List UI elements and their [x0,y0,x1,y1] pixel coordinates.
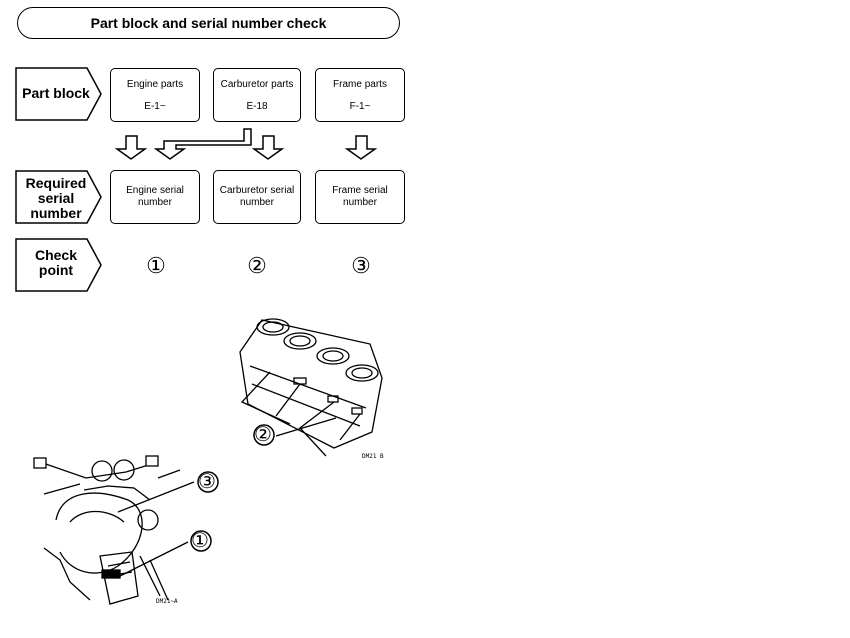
motorcycle-illustration [33,455,195,605]
frame-parts-box: Frame parts F-1~ [315,68,405,122]
required-serial-header-line2: serial [37,190,75,206]
carburetor-illustration [239,318,383,457]
part-block-header-shape [15,67,102,121]
frame-parts-code: F-1~ [349,101,371,112]
motorcycle-callout-3: ③ [198,471,216,493]
check-point-carburetor: ② [247,253,267,278]
arrow-carb-to-engine [153,128,252,160]
frame-serial-box: Frame serial number [315,170,405,224]
motorcycle-callout-1: ① [191,530,209,552]
carburetor-serial-line2: number [240,197,274,208]
frame-serial-line2: number [343,197,377,208]
check-point-frame: ③ [351,253,371,278]
engine-serial-line2: number [138,197,172,208]
engine-parts-box: Engine parts E-1~ [110,68,200,122]
motorcycle-callout-3-circle [197,471,219,493]
arrow-carb [251,135,285,160]
check-point-header-line1: Check [34,247,78,263]
motorcycle-callout-1-circle [190,530,212,552]
check-point-header-shape [15,238,102,292]
arrow-frame [344,135,378,160]
carburetor-parts-code: E-18 [246,101,268,112]
carburetor-serial-line1: Carburetor serial [219,185,295,196]
carburetor-figure-code: DM21 B [362,453,384,460]
engine-parts-code: E-1~ [144,101,166,112]
engine-parts-label: Engine parts [126,79,184,90]
carburetor-serial-box: Carburetor serial number [213,170,301,224]
diagram-title: Part block and serial number check [17,7,400,39]
required-serial-header: Required serial number [16,176,96,221]
carburetor-callout-number: ② [254,424,272,446]
carburetor-callout-circle [253,424,275,446]
arrow-engine [114,135,148,160]
part-block-header: Part block [22,85,90,101]
carburetor-parts-label: Carburetor parts [220,79,294,90]
carburetor-parts-box: Carburetor parts E-18 [213,68,301,122]
serial-header-shape [15,170,102,224]
frame-serial-line1: Frame serial [332,185,388,196]
check-point-header: Check point [16,248,96,278]
engine-serial-box: Engine serial number [110,170,200,224]
check-point-engine: ① [146,253,166,278]
required-serial-header-line3: number [30,205,82,221]
check-point-header-line2: point [38,262,74,278]
engine-serial-line1: Engine serial [126,185,184,196]
motorcycle-figure-code: DM21~A [156,598,178,605]
frame-parts-label: Frame parts [333,79,387,90]
required-serial-header-line1: Required [25,175,87,191]
